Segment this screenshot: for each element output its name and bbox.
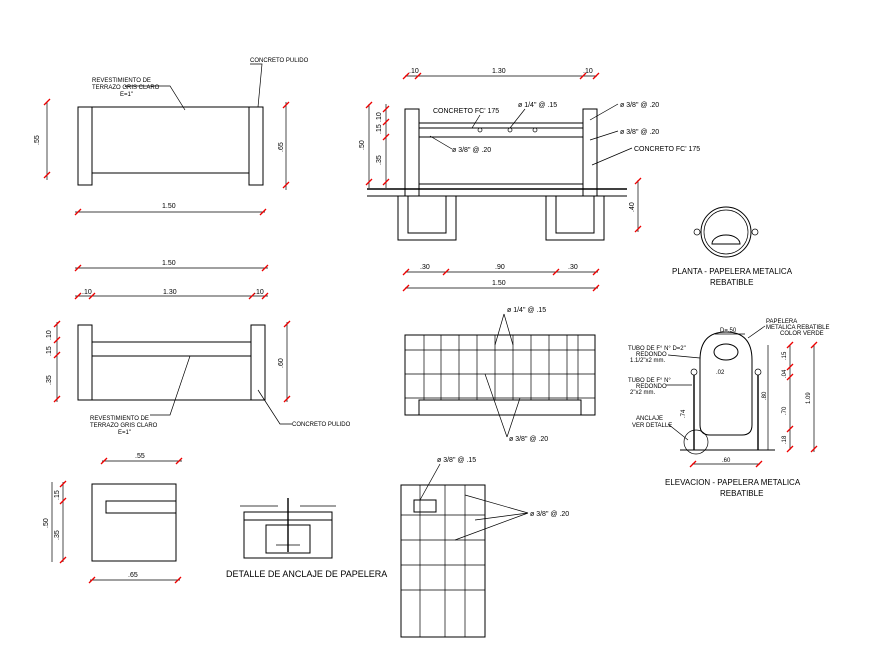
dim-04: .04 xyxy=(782,369,788,378)
view-elevation-top-left: REVESTIMIENTO DE TERRAZO GRIS CLARO E=1"… xyxy=(34,58,309,216)
dim-65: .65 xyxy=(278,142,285,152)
label-terrazo: TERRAZO GRIS CLARO xyxy=(92,85,160,91)
label-tubo1c: 1.1/2"x2 mm. xyxy=(630,358,665,364)
planta-rebatible: REBATIBLE xyxy=(710,278,753,287)
dim-18: .18 xyxy=(782,435,788,444)
view-small-section: .55 .15 .35 .50 .65 xyxy=(43,453,183,584)
dim-130-b: 1.30 xyxy=(163,289,177,296)
dim-30-a: .30 xyxy=(420,264,430,271)
label-color-verde: COLOR VERDE xyxy=(780,331,824,337)
dim-35-a: .35 xyxy=(376,155,383,165)
label-concreto-fc-1: CONCRETO FC' 175 xyxy=(433,108,499,115)
label-phi-38-20-d: ø 3/8" @ .20 xyxy=(509,436,548,443)
label-metalica-rebatible: METALICA REBATIBLE xyxy=(766,325,829,331)
dim-30-b: .30 xyxy=(568,264,578,271)
view-rebar-elevation: ø 1/4" @ .15 ø 3/8" @ .20 xyxy=(404,307,596,443)
view-elevacion-papelera: D=.50 PAPELERA METALICA REBATIBLE COLOR … xyxy=(628,319,829,498)
dim-80: .80 xyxy=(762,391,768,400)
dim-55: .55 xyxy=(34,135,41,145)
elevacion-title: ELEVACION - PAPELERA METALICA xyxy=(665,478,801,487)
dim-109: 1.09 xyxy=(806,392,812,404)
detalle-title: DETALLE DE ANCLAJE DE PAPELERA xyxy=(226,569,387,579)
label-phi-38-20-c: ø 3/8" @ .20 xyxy=(620,129,659,136)
view-detalle-anclaje: DETALLE DE ANCLAJE DE PAPELERA xyxy=(226,498,387,579)
dim-10-a: .10 xyxy=(409,68,419,75)
label-concreto-fc-2: CONCRETO FC' 175 xyxy=(634,146,700,153)
dim-40: .40 xyxy=(629,202,636,212)
view-section-top-center: .10 1.30 .10 CONCRETO FC' 175 ø 1/4" @ .… xyxy=(359,68,700,292)
label-phi-14-15-a: ø 1/4" @ .15 xyxy=(518,102,557,109)
dim-50-a: .50 xyxy=(359,140,366,150)
dim-90: .90 xyxy=(495,264,505,271)
label-tubo1: TUBO DE F° N° D=2" xyxy=(628,346,686,352)
dim-60-b: .60 xyxy=(722,458,731,464)
label-ver-detalle: VER DETALLE xyxy=(632,423,672,429)
dim-15-d: .15 xyxy=(54,490,61,500)
planta-title: PLANTA - PAPELERA METALICA xyxy=(672,267,793,276)
dim-10-e: .10 xyxy=(254,289,264,296)
label-espesor-2: E=1" xyxy=(118,430,131,436)
label-phi-38-20-b: ø 3/8" @ .20 xyxy=(620,102,659,109)
label-espesor: E=1" xyxy=(120,92,133,98)
label-tubo2b: REDONDO xyxy=(636,384,667,390)
view-elevation-mid-left: 1.50 .10 1.30 .10 REVESTIMIENTO DE TERRA… xyxy=(46,260,351,436)
dim-10-c: .10 xyxy=(376,112,383,122)
dim-10-f: .10 xyxy=(46,330,53,340)
label-tubo2c: 2"x2 mm. xyxy=(630,390,655,396)
view-planta-papelera: PLANTA - PAPELERA METALICA REBATIBLE xyxy=(672,206,793,287)
dim-74: .74 xyxy=(681,409,687,418)
label-tubo2: TUBO DE F° N° xyxy=(628,378,671,384)
label-phi-38-15: ø 3/8" @ .15 xyxy=(437,457,476,464)
label-terrazo-2: TERRAZO GRIS CLARO xyxy=(90,423,158,429)
dim-150-c: 1.50 xyxy=(162,260,176,267)
dim-10-d: .10 xyxy=(82,289,92,296)
dim-130-a: 1.30 xyxy=(492,68,506,75)
label-papelera: PAPELERA xyxy=(766,319,797,325)
dim-65-b: .65 xyxy=(128,572,138,579)
dim-10-b: .10 xyxy=(583,68,593,75)
dim-150: 1.50 xyxy=(162,203,176,210)
dim-d50: D=.50 xyxy=(720,328,737,334)
dim-02: .02 xyxy=(716,370,725,376)
label-phi-14-15-b: ø 1/4" @ .15 xyxy=(507,307,546,314)
label-anclaje: ANCLAJE xyxy=(636,416,663,422)
elevacion-rebatible: REBATIBLE xyxy=(720,489,763,498)
dim-35-b: .35 xyxy=(46,375,53,385)
dim-35-c: .35 xyxy=(54,530,61,540)
label-concreto-pulido-2: CONCRETO PULIDO xyxy=(292,422,351,428)
dim-15-a: .15 xyxy=(376,124,383,134)
dim-15-c: .15 xyxy=(782,351,788,360)
label-tubo1b: REDONDO xyxy=(636,352,667,358)
dim-50-b: .50 xyxy=(43,518,50,528)
label-concreto-pulido: CONCRETO PULIDO xyxy=(250,58,309,64)
label-revestimiento: REVESTIMIENTO DE xyxy=(92,78,151,84)
view-rebar-plan: ø 3/8" @ .15 ø 3/8" @ .20 xyxy=(400,457,569,638)
dim-55-b: .55 xyxy=(135,453,145,460)
label-phi-38-20-e: ø 3/8" @ .20 xyxy=(530,511,569,518)
label-revestimiento-2: REVESTIMIENTO DE xyxy=(90,416,149,422)
dim-150-b: 1.50 xyxy=(492,280,506,287)
dim-60-a: .60 xyxy=(278,358,285,368)
label-phi-38-20-a: ø 3/8" @ .20 xyxy=(452,147,491,154)
dim-70: .70 xyxy=(782,406,788,415)
dim-15-b: .15 xyxy=(46,346,53,356)
